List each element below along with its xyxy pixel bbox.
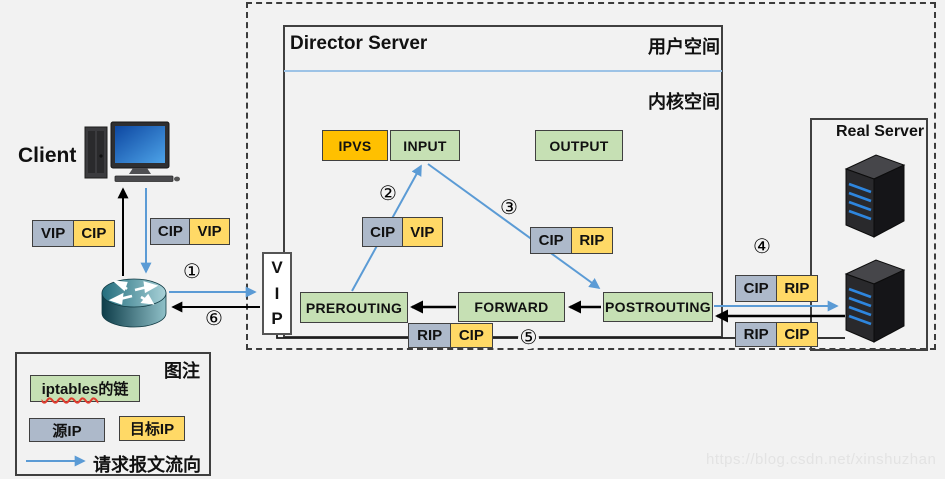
dest-ip-cell: RIP xyxy=(775,275,818,302)
source-ip-cell: RIP xyxy=(735,322,778,347)
source-ip-value: RIP xyxy=(417,327,443,344)
packet-cip-rip-director: CIP RIP xyxy=(530,227,613,254)
output-chain-label: OUTPUT xyxy=(549,137,609,154)
client-label: Client xyxy=(18,144,77,167)
source-ip-value: CIP xyxy=(370,223,396,241)
source-ip-cell: CIP xyxy=(530,227,573,254)
packet-rip-cip-reply-director: RIP CIP xyxy=(408,323,493,348)
step-6-label: ⑥ xyxy=(205,308,223,330)
legend-target-ip-swatch: 目标IP xyxy=(119,416,185,441)
source-ip-value: CIP xyxy=(743,280,769,297)
source-ip-value: CIP xyxy=(157,223,183,240)
legend-box: 图注 iptables的链 源IP 目标IP 请求报文流向 xyxy=(15,352,211,476)
source-ip-cell: VIP xyxy=(32,220,75,247)
dest-ip-cell: CIP xyxy=(72,220,115,247)
prerouting-chain-box: PREROUTING xyxy=(300,292,408,323)
legend-source-ip-label: 源IP xyxy=(52,422,82,440)
legend-target-ip-label: 目标IP xyxy=(129,421,175,438)
source-ip-value: RIP xyxy=(743,326,769,343)
user-space-label: 用户空间 xyxy=(648,37,720,57)
step-4-label: ④ xyxy=(753,236,771,258)
ipvs-label: IPVS xyxy=(338,137,372,154)
dest-ip-value: CIP xyxy=(784,326,810,343)
step-5-label: ⑤ xyxy=(518,327,539,349)
source-ip-cell: CIP xyxy=(362,217,404,247)
source-ip-cell: CIP xyxy=(150,218,191,245)
user-kernel-divider xyxy=(284,70,722,72)
dest-ip-value: VIP xyxy=(197,223,222,240)
request-line-input-to-postrouting xyxy=(427,163,601,289)
dest-ip-value: CIP xyxy=(81,225,107,242)
dest-ip-value: RIP xyxy=(579,232,605,249)
packet-rip-cip-from-realserver: RIP CIP xyxy=(735,322,818,347)
vip-letter: V xyxy=(271,258,283,278)
postrouting-chain-label: POSTROUTING xyxy=(605,299,711,315)
dest-ip-cell: VIP xyxy=(189,218,230,245)
source-ip-cell: CIP xyxy=(735,275,778,302)
input-chain-label: INPUT xyxy=(403,137,447,154)
legend-flow-label: 请求报文流向 xyxy=(93,455,201,475)
dest-ip-cell: VIP xyxy=(401,217,443,247)
legend-chain-cn: 的链 xyxy=(98,381,129,398)
packet-cip-vip-director: CIP VIP xyxy=(362,217,443,247)
forward-chain-box: FORWARD xyxy=(458,292,565,322)
step-1-label: ① xyxy=(183,261,201,283)
kernel-outer-dashed-box xyxy=(246,2,936,350)
legend-chain-en: iptables xyxy=(41,381,99,398)
postrouting-chain-box: POSTROUTING xyxy=(603,292,713,322)
router-icon xyxy=(101,278,167,328)
vip-letter: P xyxy=(271,309,283,329)
packet-vip-cip-client-reply: VIP CIP xyxy=(32,220,115,247)
step-2-label: ② xyxy=(379,183,397,205)
watermark: https://blog.csdn.net/xinshuzhan xyxy=(706,451,937,468)
legend-iptables-chain-swatch: iptables的链 xyxy=(30,375,140,402)
dest-ip-cell: CIP xyxy=(775,322,818,347)
input-chain-box: INPUT xyxy=(390,130,460,161)
real-server-icon-1 xyxy=(844,154,906,238)
prerouting-chain-label: PREROUTING xyxy=(305,299,403,316)
dest-ip-value: VIP xyxy=(410,223,435,241)
packet-cip-rip-to-realserver: CIP RIP xyxy=(735,275,818,302)
source-ip-value: CIP xyxy=(538,232,564,249)
source-ip-cell: RIP xyxy=(408,323,452,348)
legend-title: 图注 xyxy=(164,361,200,381)
reply-line-bottom xyxy=(276,335,845,339)
dest-ip-cell: CIP xyxy=(449,323,493,348)
packet-cip-vip-client-request: CIP VIP xyxy=(150,218,230,245)
vip-interface-box: V I P xyxy=(262,252,292,335)
client-computer-icon xyxy=(84,121,180,182)
step-3-label: ③ xyxy=(500,197,518,219)
output-chain-box: OUTPUT xyxy=(535,130,623,161)
director-server-title: Director Server xyxy=(290,33,428,54)
dest-ip-cell: RIP xyxy=(570,227,613,254)
source-ip-value: VIP xyxy=(41,225,66,242)
ipvs-box: IPVS xyxy=(322,130,388,161)
real-server-icon-2 xyxy=(844,259,906,343)
vip-letter: I xyxy=(274,283,280,303)
real-server-box xyxy=(810,118,928,351)
dest-ip-value: CIP xyxy=(458,327,484,344)
kernel-space-label: 内核空间 xyxy=(648,92,720,112)
legend-source-ip-swatch: 源IP xyxy=(29,418,105,442)
real-server-title: Real Server xyxy=(836,123,925,140)
director-server-box xyxy=(283,25,723,338)
forward-chain-label: FORWARD xyxy=(474,299,549,315)
dest-ip-value: RIP xyxy=(784,280,810,297)
